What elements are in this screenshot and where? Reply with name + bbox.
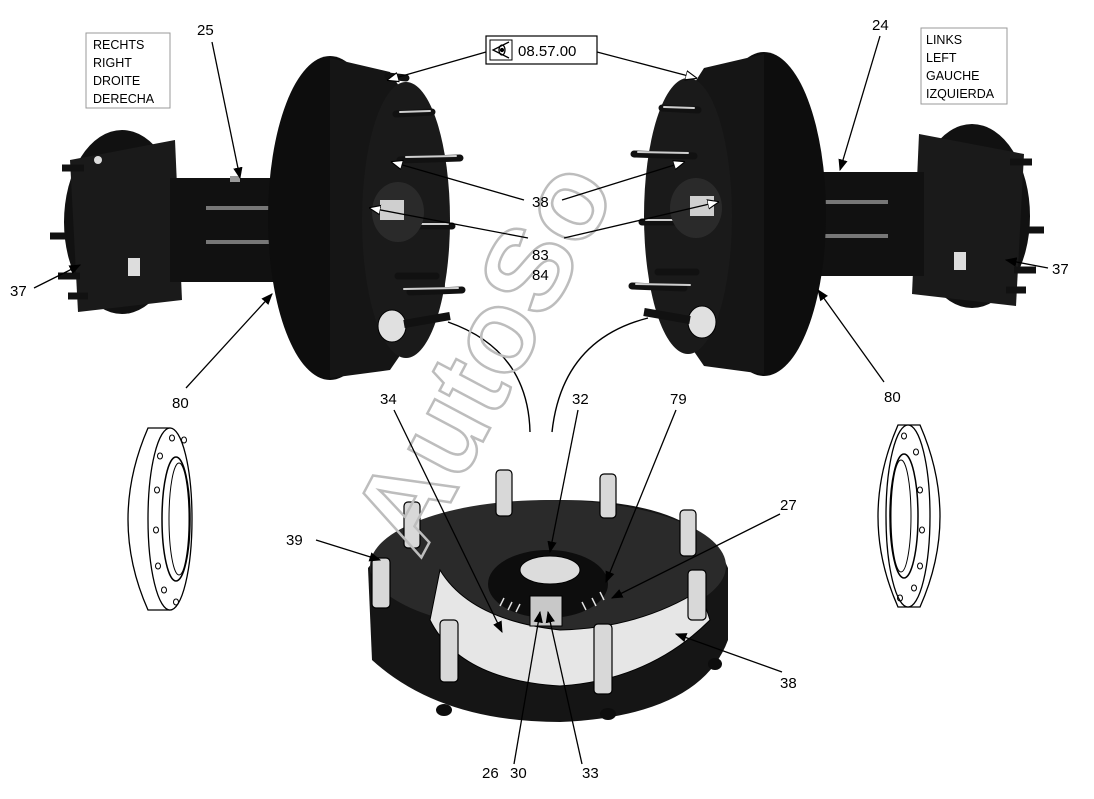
callout-38-bottom: 38 xyxy=(780,675,797,692)
eye-view-icon xyxy=(491,41,510,59)
callout-84: 84 xyxy=(532,267,549,284)
callout-37-right: 37 xyxy=(1052,261,1069,278)
wheel-flange-right-side xyxy=(50,130,182,314)
seal-ring-left xyxy=(127,427,193,611)
callout-37-left: 37 xyxy=(10,283,27,300)
callout-26: 26 xyxy=(482,765,499,782)
callout-34: 34 xyxy=(380,391,397,408)
callout-32: 32 xyxy=(572,391,589,408)
callout-labels: 25 24 38 83 84 37 37 80 80 34 32 79 27 3… xyxy=(10,17,1069,782)
hub-assembly-left-side xyxy=(628,52,1044,376)
hub-assembly-right-side xyxy=(50,56,466,380)
callout-25: 25 xyxy=(197,22,214,39)
side-label-right-line-4: DERECHA xyxy=(93,92,155,106)
side-label-right-line-3: DROITE xyxy=(93,74,140,88)
side-label-right-line-1: RECHTS xyxy=(93,38,144,52)
brake-drum-left-side xyxy=(628,52,826,376)
seal-ring-right xyxy=(877,424,941,608)
brake-drum-right-side xyxy=(268,56,466,380)
side-label-left-line-1: LINKS xyxy=(926,33,962,47)
callout-38-top: 38 xyxy=(532,194,549,211)
callout-39: 39 xyxy=(286,532,303,549)
reference-code: 08.57.00 xyxy=(518,43,576,60)
side-label-left-line-2: LEFT xyxy=(926,51,957,65)
side-label-left-line-3: GAUCHE xyxy=(926,69,979,83)
leader-lines xyxy=(33,35,1049,765)
callout-33: 33 xyxy=(582,765,599,782)
callout-80-left: 80 xyxy=(172,395,189,412)
wheel-flange-left-side xyxy=(912,124,1044,308)
side-label-left-box: LINKS LEFT GAUCHE IZQUIERDA xyxy=(920,27,1008,105)
callout-24: 24 xyxy=(872,17,889,34)
side-label-right-box: RECHTS RIGHT DROITE DERECHA xyxy=(85,32,171,109)
wheel-studs xyxy=(371,469,707,695)
axle-tube-left-side xyxy=(814,172,924,276)
callout-79: 79 xyxy=(670,391,687,408)
callout-27: 27 xyxy=(780,497,797,514)
connector-curves xyxy=(447,317,649,433)
side-label-right-line-2: RIGHT xyxy=(93,56,132,70)
reference-box: 08.57.00 xyxy=(485,35,598,65)
callout-80-right: 80 xyxy=(884,389,901,406)
axle-tube-right-side xyxy=(170,176,280,282)
callout-83: 83 xyxy=(532,247,549,264)
callout-30: 30 xyxy=(510,765,527,782)
side-label-left-line-4: IZQUIERDA xyxy=(926,87,995,101)
